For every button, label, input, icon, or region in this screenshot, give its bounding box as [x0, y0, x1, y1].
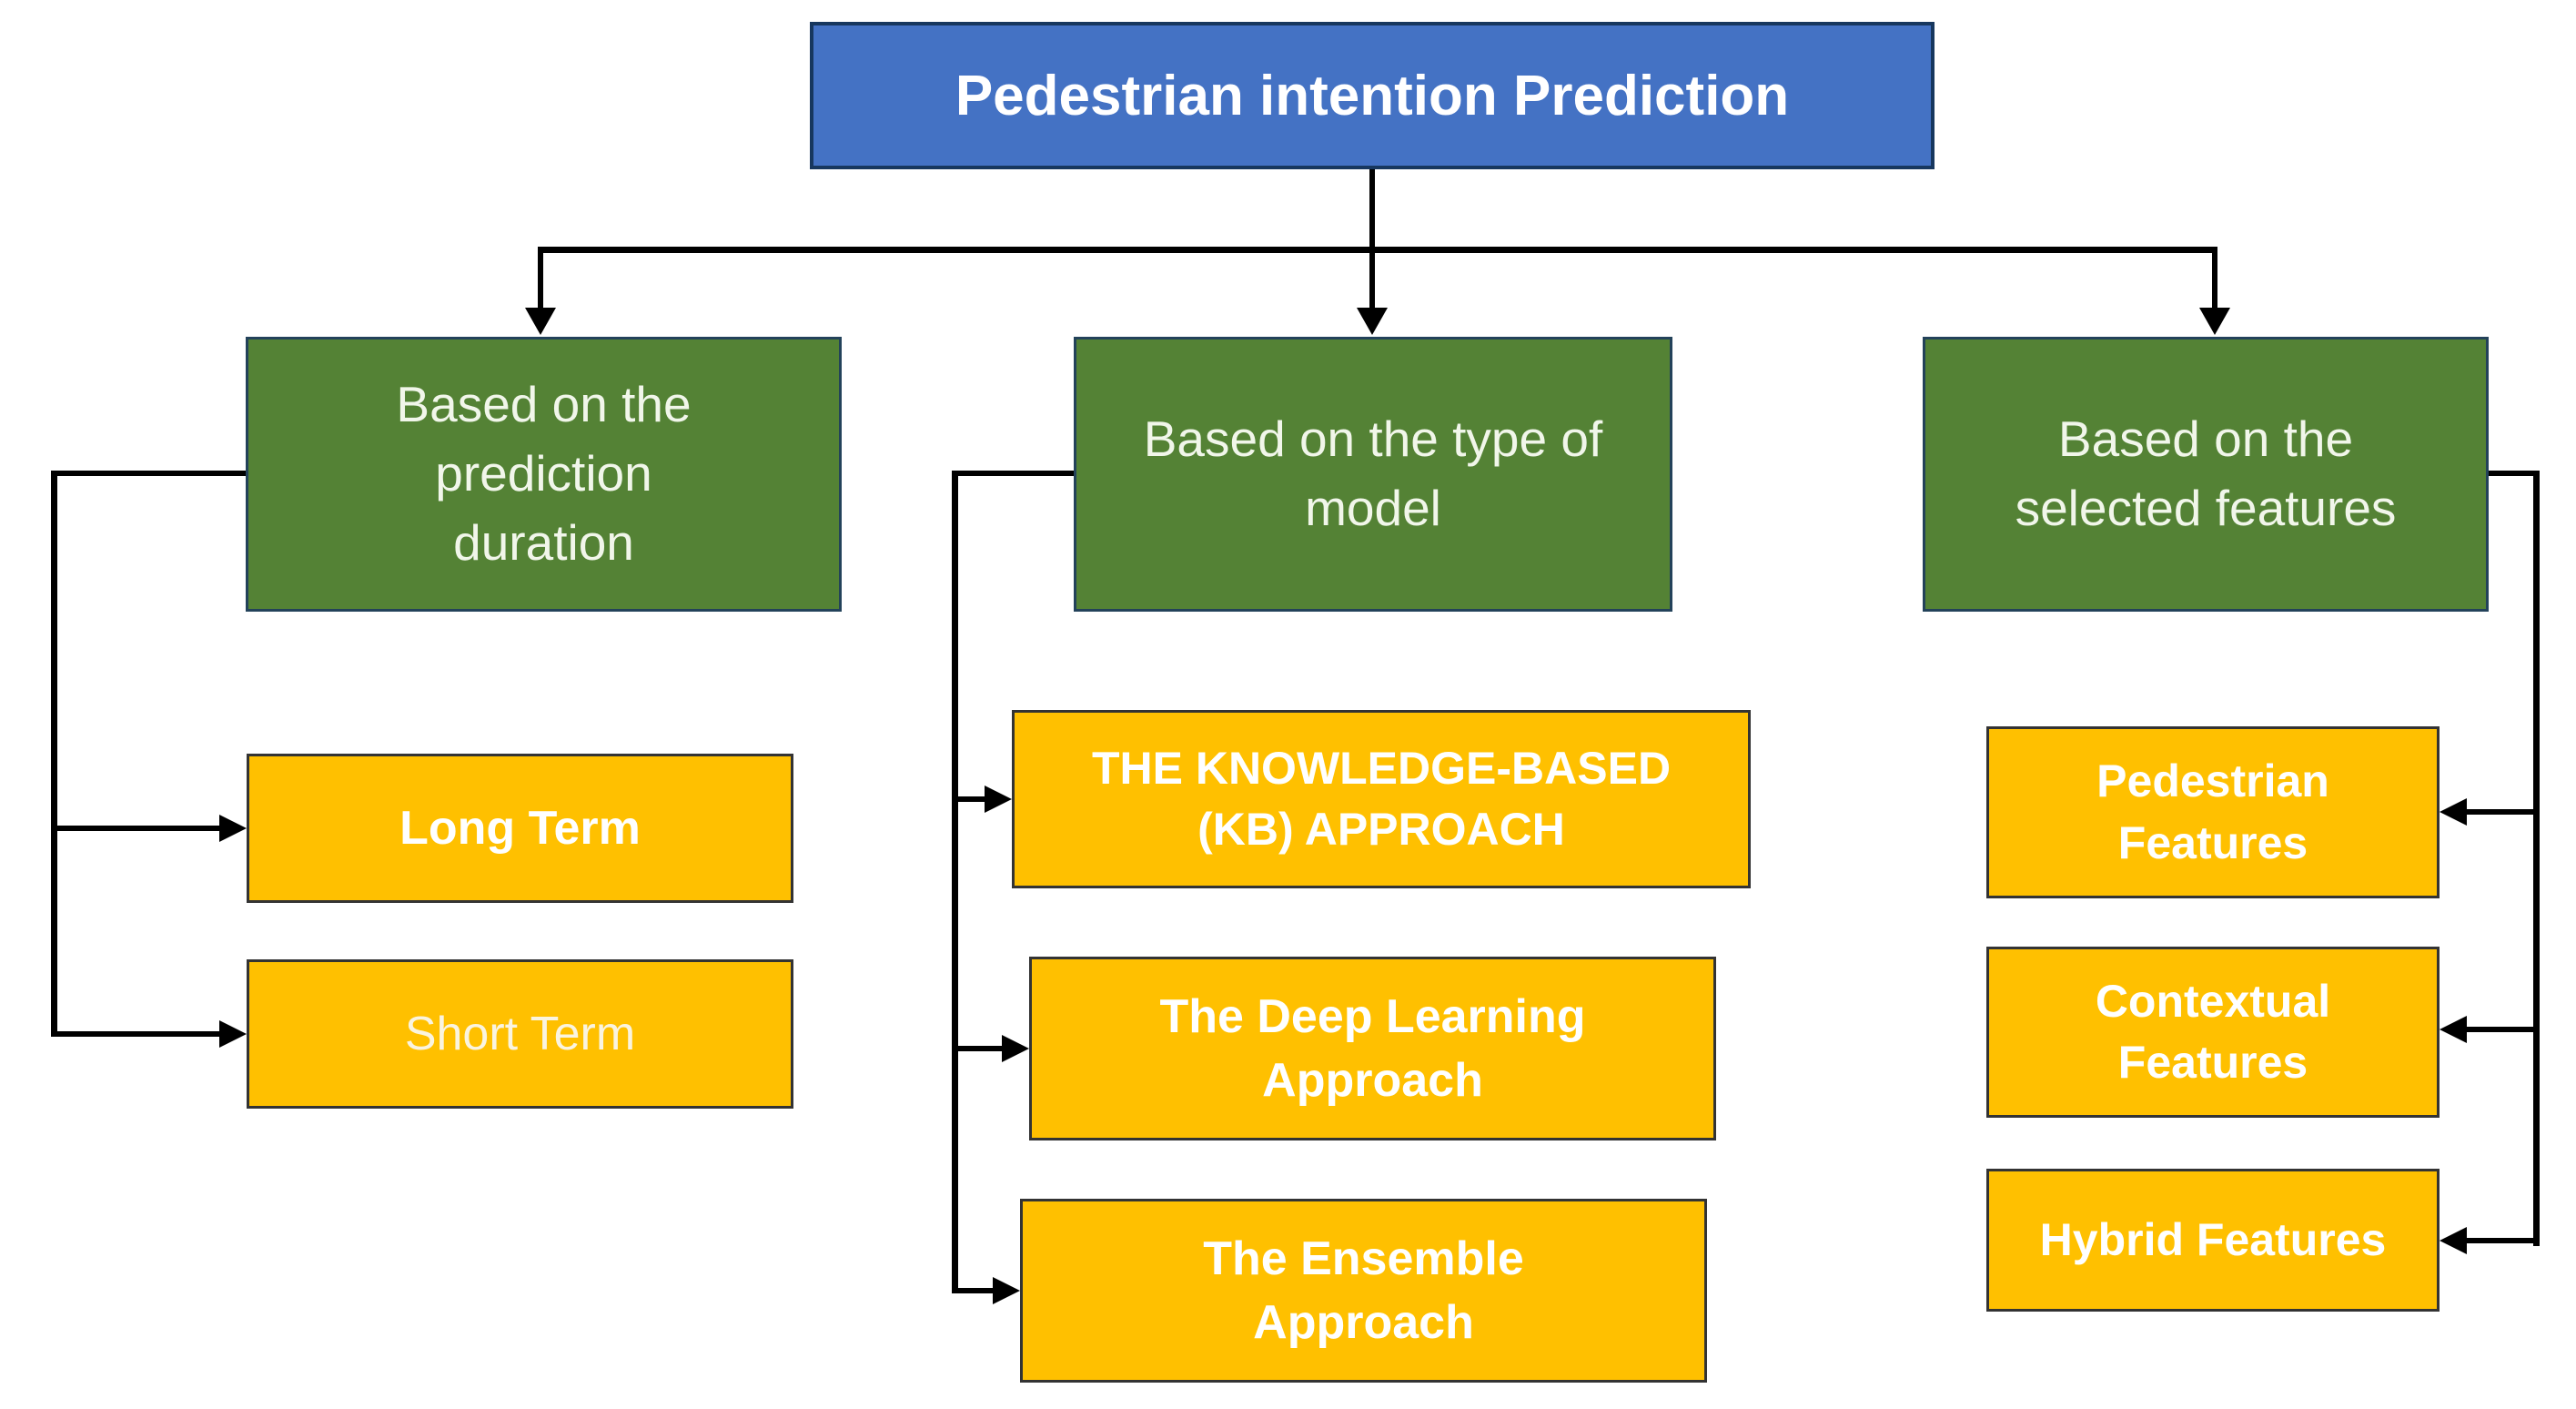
child-node-knowledge-based-approach: THE KNOWLEDGE-BASED (KB) APPROACH [1012, 710, 1751, 888]
duration-branch-long-line [51, 826, 219, 831]
root-node-label: Pedestrian intention Prediction [955, 64, 1790, 127]
hybrid-features-label: Hybrid Features [2039, 1213, 2387, 1265]
branch-features-label: Based on the selected features [2015, 411, 2397, 536]
model-elbow-top-line [952, 471, 1074, 476]
long-term-label: Long Term [399, 801, 641, 855]
model-branch-deep-line [952, 1046, 1002, 1051]
short-term-label: Short Term [404, 1007, 636, 1060]
branch-duration-label: Based on the prediction duration [396, 376, 692, 571]
trunk-drop-middle-line [1369, 247, 1375, 309]
features-elbow-top-line [2489, 471, 2540, 476]
duration-elbow-top-line [51, 471, 246, 476]
trunk-drop-left-line [538, 247, 543, 309]
features-branch-contextual-line [2467, 1027, 2539, 1032]
features-branch-pedestrian-line [2467, 809, 2539, 815]
arrow-down-to-features-icon [2199, 308, 2230, 335]
model-branch-kb-line [952, 796, 985, 802]
features-elbow-vertical-line [2533, 471, 2540, 1246]
arrow-right-to-long-term-icon [219, 815, 247, 842]
pedestrian-features-label: Pedestrian Features [2096, 755, 2329, 868]
child-node-deep-learning-approach: The Deep Learning Approach [1029, 957, 1716, 1140]
arrow-right-to-ensemble-icon [993, 1277, 1020, 1304]
arrow-right-to-short-term-icon [219, 1020, 247, 1048]
branch-node-selected-features: Based on the selected features [1923, 337, 2489, 612]
arrow-right-to-kb-icon [985, 786, 1012, 813]
arrow-right-to-deep-learning-icon [1002, 1035, 1029, 1062]
contextual-features-label: Contextual Features [2095, 975, 2331, 1089]
child-node-short-term: Short Term [247, 959, 793, 1109]
branch-node-type-of-model: Based on the type of model [1074, 337, 1672, 612]
child-node-long-term: Long Term [247, 754, 793, 903]
trunk-vertical-line [1369, 169, 1375, 250]
duration-elbow-vertical-line [51, 471, 57, 1037]
arrow-down-to-duration-icon [525, 308, 556, 335]
arrow-left-to-pedestrian-icon [2440, 798, 2467, 826]
trunk-horizontal-line [538, 247, 2217, 253]
child-node-hybrid-features: Hybrid Features [1986, 1169, 2440, 1312]
duration-branch-short-line [51, 1031, 219, 1037]
child-node-contextual-features: Contextual Features [1986, 947, 2440, 1118]
model-elbow-vertical-line [952, 471, 958, 1293]
arrow-down-to-model-icon [1357, 308, 1388, 335]
kb-approach-label: THE KNOWLEDGE-BASED (KB) APPROACH [1091, 742, 1672, 856]
ensemble-label: The Ensemble Approach [1203, 1232, 1524, 1349]
trunk-drop-right-line [2212, 247, 2217, 309]
arrow-left-to-contextual-icon [2440, 1016, 2467, 1043]
branch-node-prediction-duration: Based on the prediction duration [246, 337, 842, 612]
branch-model-label: Based on the type of model [1143, 411, 1603, 536]
child-node-pedestrian-features: Pedestrian Features [1986, 726, 2440, 898]
model-branch-ensemble-line [952, 1288, 993, 1293]
root-node-pedestrian-intention-prediction: Pedestrian intention Prediction [810, 22, 1935, 169]
child-node-ensemble-approach: The Ensemble Approach [1020, 1199, 1707, 1383]
arrow-left-to-hybrid-icon [2440, 1227, 2467, 1254]
deep-learning-label: The Deep Learning Approach [1159, 989, 1586, 1107]
features-branch-hybrid-line [2467, 1238, 2539, 1243]
